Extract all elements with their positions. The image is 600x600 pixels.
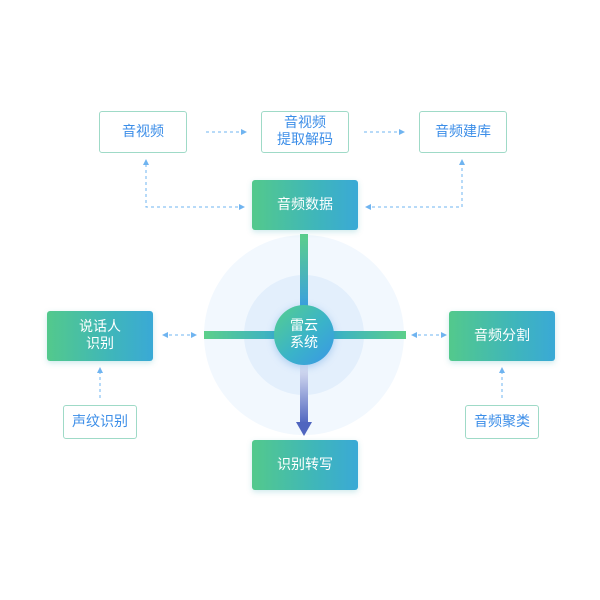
node-center-system-label: 雷云 系统 [290, 318, 318, 351]
arm-right [332, 331, 406, 339]
node-audio-cluster: 音频聚类 [465, 405, 539, 439]
node-transcribe-label: 识别转写 [277, 456, 333, 473]
node-audio-cluster-label: 音频聚类 [474, 413, 530, 430]
dash-data-to-library [365, 159, 465, 210]
node-voiceprint: 声纹识别 [63, 405, 137, 439]
node-center-system: 雷云 系统 [274, 305, 334, 365]
node-extract-decode: 音视频 提取解码 [261, 111, 349, 153]
arrow-down-head [296, 422, 312, 436]
node-audio-library-label: 音频建库 [435, 123, 491, 140]
arm-down [300, 362, 308, 424]
node-av: 音视频 [99, 111, 187, 153]
node-audio-segment-label: 音频分割 [474, 327, 530, 344]
node-speaker-recognition: 说话人 识别 [47, 311, 153, 361]
node-voiceprint-label: 声纹识别 [72, 413, 128, 430]
node-audio-segment: 音频分割 [449, 311, 555, 361]
dash-data-to-av [143, 159, 245, 210]
node-transcribe: 识别转写 [252, 440, 358, 490]
node-speaker-recognition-label: 说话人 识别 [79, 319, 121, 352]
arm-up [300, 234, 308, 308]
node-extract-decode-label: 音视频 提取解码 [277, 115, 333, 148]
arm-left [204, 331, 276, 339]
node-audio-data: 音频数据 [252, 180, 358, 230]
node-audio-library: 音频建库 [419, 111, 507, 153]
node-audio-data-label: 音频数据 [277, 196, 333, 213]
node-av-label: 音视频 [122, 123, 164, 140]
